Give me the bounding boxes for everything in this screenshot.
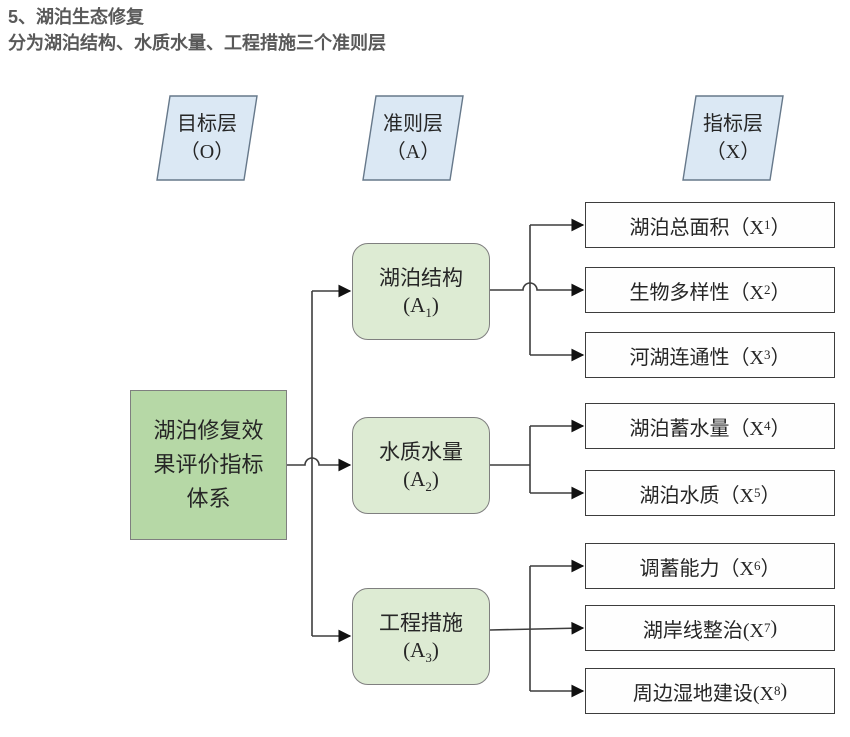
criteria-layer-shape bbox=[362, 95, 464, 181]
layer-label-goal-line1: 目标层 bbox=[177, 113, 237, 135]
goal-layer-shape bbox=[156, 95, 258, 181]
layer-label-criteria: 准则层 （A） bbox=[363, 96, 463, 180]
a3-to-x7-line bbox=[489, 621, 585, 635]
criteria-box-a2: 水质水量 (A2) bbox=[352, 417, 490, 514]
criteria-box-a3: 工程措施 (A3) bbox=[352, 588, 490, 685]
indicator-layer-shape bbox=[682, 95, 784, 181]
goal-to-a2-line bbox=[287, 457, 352, 472]
layer-label-indicator-line1: 指标层 bbox=[703, 113, 763, 135]
layer-label-goal-line2: （O） bbox=[179, 141, 235, 163]
layer-label-indicator: 指标层 （X） bbox=[683, 96, 783, 180]
criteria-box-a1: 湖泊结构 (A1) bbox=[352, 243, 490, 340]
criteria-a1-code: (A1) bbox=[403, 292, 439, 320]
a1-to-x2-line bbox=[490, 282, 585, 297]
criteria-a3-code: (A3) bbox=[403, 637, 439, 665]
layer-label-indicator-line2: （X） bbox=[705, 141, 761, 163]
criteria-a3-label: 工程措施 bbox=[379, 610, 463, 635]
criteria-a1-label: 湖泊结构 bbox=[379, 265, 463, 290]
goal-box-line3: 体系 bbox=[186, 486, 231, 511]
goal-box: 湖泊修复效 果评价指标 体系 bbox=[130, 390, 287, 540]
criteria-a2-code: (A2) bbox=[403, 466, 439, 494]
layer-parallelograms bbox=[156, 95, 784, 181]
layer-label-criteria-line1: 准则层 bbox=[383, 113, 443, 135]
layer-label-goal: 目标层 （O） bbox=[157, 96, 257, 180]
goal-box-line1: 湖泊修复效 bbox=[153, 418, 264, 443]
criteria-a2-label: 水质水量 bbox=[379, 439, 463, 464]
goal-box-line2: 果评价指标 bbox=[153, 452, 264, 477]
page-subtitle: 分为湖泊结构、水质水量、工程措施三个准则层 bbox=[8, 33, 386, 53]
layer-label-criteria-line2: （A） bbox=[385, 141, 441, 163]
page-title: 5、湖泊生态修复 bbox=[8, 7, 145, 27]
